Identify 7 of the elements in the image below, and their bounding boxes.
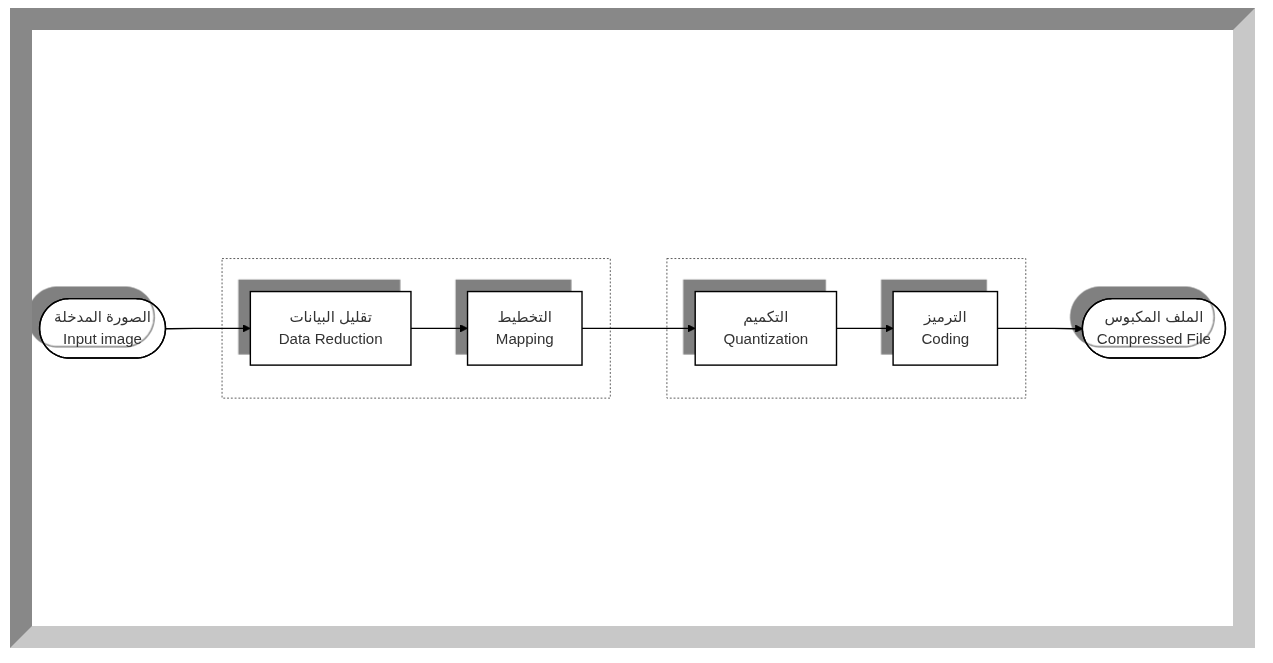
cluster xyxy=(666,257,1027,399)
arrow xyxy=(165,323,251,333)
arrow xyxy=(835,323,894,333)
arrow xyxy=(581,323,696,333)
arrow xyxy=(996,324,1084,333)
arrow xyxy=(410,323,468,333)
cluster xyxy=(221,257,611,399)
